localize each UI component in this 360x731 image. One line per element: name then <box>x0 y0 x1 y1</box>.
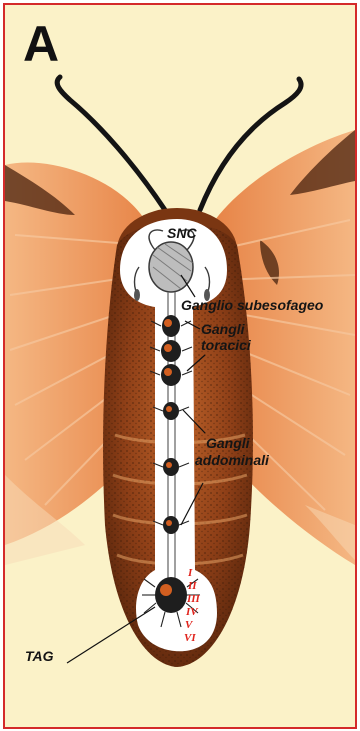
panel-letter: A <box>23 19 59 69</box>
segment-numeral-3: III <box>187 593 200 605</box>
segment-numeral-5: V <box>185 619 192 631</box>
label-abdominal-ganglia-line2: addominali <box>195 452 269 468</box>
label-thoracic-ganglia-line1: Gangli <box>201 321 245 337</box>
figure-frame: A SNC Ganglio subesofageo Gangli toracic… <box>3 3 357 729</box>
segment-numeral-6: VI <box>184 632 196 644</box>
segment-numeral-4: IV <box>186 606 198 618</box>
label-subesophageal-ganglion: Ganglio subesofageo <box>181 297 323 313</box>
label-snc: SNC <box>167 225 197 241</box>
label-abdominal-ganglia-line1: Gangli <box>206 435 250 451</box>
moth-illustration <box>5 5 355 727</box>
segment-numeral-1: I <box>188 567 192 579</box>
label-tag: TAG <box>25 648 54 664</box>
label-thoracic-ganglia-line2: toracici <box>201 337 251 353</box>
segment-numeral-2: II <box>188 580 197 592</box>
